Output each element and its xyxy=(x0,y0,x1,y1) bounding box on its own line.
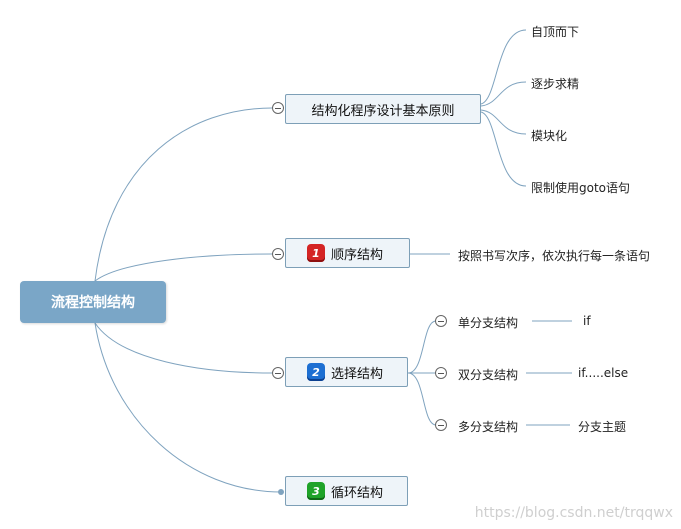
sequence-node[interactable]: 1 顺序结构 xyxy=(285,238,410,268)
loop-label: 循环结构 xyxy=(331,485,384,501)
principle-item-4[interactable]: 限制使用goto语句 xyxy=(531,181,631,195)
watermark: https://blog.csdn.net/trqqwx xyxy=(474,505,673,521)
loop-node[interactable]: 3 循环结构 xyxy=(285,476,408,506)
single-branch-detail[interactable]: if xyxy=(583,314,591,328)
principle-item-3[interactable]: 模块化 xyxy=(531,129,568,143)
sequence-note[interactable]: 按照书写次序，依次执行每一条语句 xyxy=(458,249,651,263)
collapse-multi-branch-button[interactable] xyxy=(435,419,447,431)
priority-2-icon: 2 xyxy=(307,363,325,381)
multi-branch-label[interactable]: 多分支结构 xyxy=(458,420,519,434)
collapse-selection-button[interactable] xyxy=(272,367,284,379)
principles-node[interactable]: 结构化程序设计基本原则 xyxy=(285,94,481,124)
principle-item-2[interactable]: 逐步求精 xyxy=(531,77,580,91)
priority-1-icon: 1 xyxy=(307,244,325,262)
selection-label: 选择结构 xyxy=(331,366,384,382)
single-branch-label[interactable]: 单分支结构 xyxy=(458,316,519,330)
root-label: 流程控制结构 xyxy=(51,295,135,311)
priority-3-icon: 3 xyxy=(307,482,325,500)
collapse-double-branch-button[interactable] xyxy=(435,367,447,379)
multi-branch-detail[interactable]: 分支主题 xyxy=(578,420,627,434)
sequence-label: 顺序结构 xyxy=(331,247,384,263)
double-branch-label[interactable]: 双分支结构 xyxy=(458,368,519,382)
root-node[interactable]: 流程控制结构 xyxy=(20,281,166,323)
collapse-principles-button[interactable] xyxy=(272,102,284,114)
principle-item-1[interactable]: 自顶而下 xyxy=(531,25,580,39)
collapse-sequence-button[interactable] xyxy=(272,248,284,260)
collapse-single-branch-button[interactable] xyxy=(435,315,447,327)
double-branch-detail[interactable]: if.....else xyxy=(578,366,629,380)
selection-node[interactable]: 2 选择结构 xyxy=(285,357,408,387)
principles-label: 结构化程序设计基本原则 xyxy=(311,103,455,119)
